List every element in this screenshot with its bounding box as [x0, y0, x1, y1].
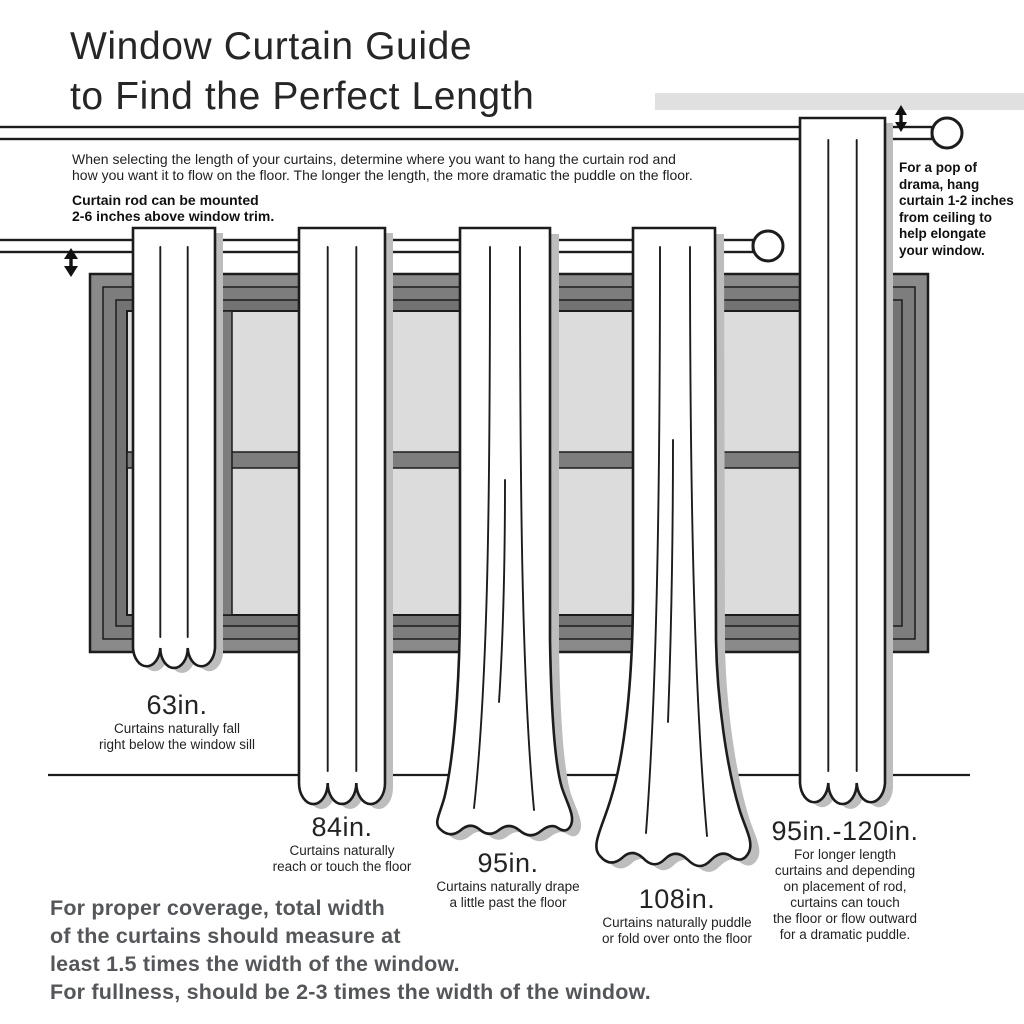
curtain-desc-label: For longer length curtains and depending…	[772, 847, 918, 942]
ceiling-hang-note: For a pop of drama, hang curtain 1-2 inc…	[899, 160, 1014, 258]
ceiling-gap-arrow-icon	[895, 105, 907, 132]
curtain-size-label: 84in.	[311, 812, 373, 842]
curtain-size-label: 95in.-120in.	[771, 816, 919, 846]
rod-finial-icon	[751, 229, 785, 263]
curtain-108in	[595, 226, 760, 872]
curtain-95in	[435, 226, 582, 842]
curtain-label-63in: 63in. Curtains naturally fall right belo…	[77, 690, 277, 753]
curtain-95-120in	[798, 116, 893, 809]
curtain-desc-label: Curtains naturally fall right below the …	[98, 721, 256, 752]
curtain-size-label: 108in.	[638, 884, 716, 914]
upper-curtain-rod	[0, 116, 964, 150]
curtain-desc-label: Curtains naturally puddle or fold over o…	[601, 915, 753, 946]
curtain-desc-label: Curtains naturally reach or touch the fl…	[272, 843, 412, 874]
curtain-label-95in: 95in. Curtains naturally drape a little …	[408, 848, 608, 911]
page-title: Window Curtain Guide to Find the Perfect…	[70, 25, 535, 118]
coverage-note: For proper coverage, total width of the …	[50, 896, 651, 1004]
ceiling-line	[655, 93, 1024, 110]
curtain-label-95-120in: 95in.-120in. For longer length curtains …	[745, 816, 945, 943]
curtain-label-84in: 84in. Curtains naturally reach or touch …	[242, 812, 442, 875]
curtain-label-108in: 108in. Curtains naturally puddle or fold…	[572, 884, 782, 947]
rod-finial-icon	[930, 116, 964, 150]
curtain-size-label: 95in.	[477, 848, 539, 878]
curtain-63in	[131, 226, 223, 673]
curtain-84in	[297, 226, 393, 810]
curtain-desc-label: Curtains naturally drape a little past t…	[436, 879, 580, 910]
intro-text: When selecting the length of your curtai…	[72, 151, 693, 183]
rod-gap-arrow-icon	[64, 248, 78, 277]
curtain-size-label: 63in.	[146, 690, 208, 720]
rod-mount-note: Curtain rod can be mounted 2-6 inches ab…	[72, 192, 275, 224]
